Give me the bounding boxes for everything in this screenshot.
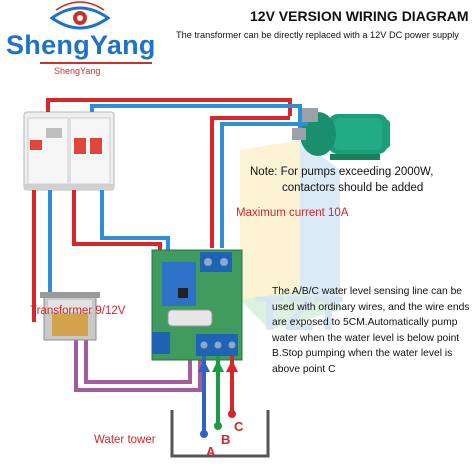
- transformer-icon: [40, 292, 100, 341]
- sensing-description: The A/B/C water level sensing line can b…: [272, 286, 470, 375]
- brand-name: ShengYang: [6, 30, 156, 60]
- point-c-label: C: [234, 419, 244, 434]
- water-tower-tank: [170, 410, 270, 458]
- page-subtitle: The transformer can be directly replaced…: [176, 30, 459, 40]
- probe-b-end: [214, 422, 222, 430]
- eye-logo-icon: [49, 1, 111, 30]
- wiring: [32, 98, 308, 392]
- pump-icon: [292, 108, 390, 160]
- brand-underline: [40, 62, 152, 64]
- max-current-label: Maximum current 10A: [236, 207, 349, 219]
- point-b-label: B: [221, 432, 231, 447]
- probe-a-end: [200, 430, 208, 438]
- water-tower-label: Water tower: [94, 434, 156, 446]
- note-line-2: contactors should be added: [282, 182, 424, 194]
- transformer-label: Transformer 9/12V: [30, 305, 126, 317]
- watermark-logo-icon: TZT: [240, 140, 343, 341]
- point-a-label: A: [206, 444, 216, 459]
- note-line-1: Note: For pumps exceeding 2000W,: [250, 166, 434, 178]
- brand-subname: ShengYang: [54, 66, 101, 76]
- relay-board-icon: [151, 249, 243, 361]
- svg-text:TZT: TZT: [255, 288, 343, 341]
- probe-c-end: [228, 410, 236, 418]
- page-title: 12V VERSION WIRING DIAGRAM: [250, 8, 469, 24]
- breaker-icon: [23, 111, 115, 191]
